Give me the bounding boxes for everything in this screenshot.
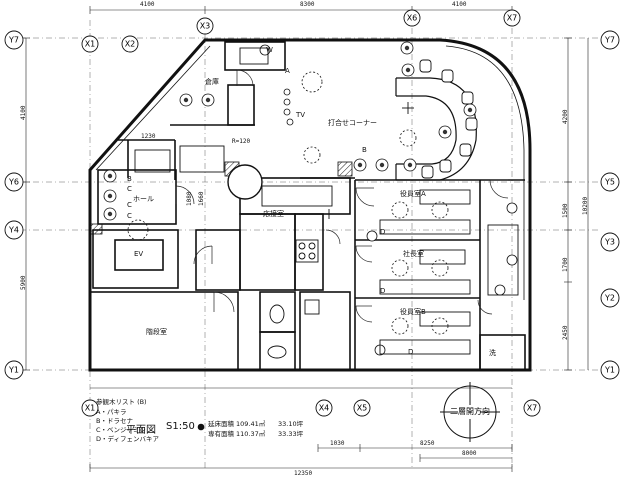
plant-leaves — [107, 45, 473, 217]
kitchen-counter — [295, 239, 319, 263]
compass-label: 二層開方向 — [450, 406, 490, 416]
legend-item-a: A・パキラ — [96, 408, 127, 416]
bubble-y2: Y2 — [604, 294, 615, 303]
dim-inner-1230: 1230 — [141, 133, 156, 140]
legend-heading: 参観木リスト (B) — [96, 398, 147, 406]
structural-columns — [89, 161, 353, 235]
dim-left-2: 5900 — [20, 275, 27, 290]
dim-bottom-seg-2: 8250 — [420, 440, 435, 447]
dim-inner-1660: 1660 — [198, 191, 205, 206]
dim-right-4: 2450 — [562, 325, 569, 340]
code-wash: 洗 — [489, 349, 496, 357]
dim-bottom-sub: 8000 — [462, 450, 477, 457]
room-office-a: 役員室A — [400, 190, 426, 198]
room-president: 社長室 — [403, 250, 424, 258]
plant-code-b-hall: B — [127, 175, 132, 183]
bubble-y1-left: Y1 — [8, 366, 19, 375]
bubble-x1-bottom: X1 — [85, 404, 96, 413]
bubble-x3: X3 — [200, 22, 211, 31]
bubble-y4: Y4 — [8, 226, 19, 235]
room-stair: 階段室 — [146, 328, 167, 336]
plant-code-a: A — [285, 67, 290, 75]
bubble-y3: Y3 — [604, 238, 615, 247]
bubble-x7-bottom: X7 — [527, 404, 538, 413]
code-w: W — [266, 46, 273, 54]
dim-right-1: 4200 — [562, 109, 569, 124]
bubble-y7-right: Y7 — [604, 36, 615, 45]
area1-value: 109.41㎡ — [236, 420, 266, 428]
bubble-y5: Y5 — [604, 178, 615, 187]
plant-code-c-1: C — [127, 185, 132, 193]
room-hall: ホール — [133, 195, 154, 203]
area2-value: 110.37㎡ — [236, 430, 266, 438]
area2-tsubo: 33.33坪 — [278, 430, 304, 438]
door-swings — [175, 69, 509, 323]
room-storage: 倉庫 — [205, 78, 219, 86]
bubble-x4: X4 — [319, 404, 330, 413]
room-meeting-corner: 打合せコーナー — [328, 119, 377, 127]
center-mark — [324, 102, 414, 219]
room-office-b: 役員室B — [400, 308, 426, 316]
code-tv: TV — [296, 111, 306, 119]
bubble-x5: X5 — [357, 404, 368, 413]
plant-code-c-2: C — [127, 201, 132, 209]
bubble-y6: Y6 — [8, 178, 19, 187]
round-column — [227, 164, 263, 200]
dim-right-3: 1700 — [562, 257, 569, 272]
dim-inner-r120: R=120 — [232, 138, 251, 145]
dim-top-3: 4100 — [452, 1, 467, 8]
legend-item-c: C・ベンジャミン — [96, 426, 146, 434]
corner-chairs — [283, 88, 294, 126]
office-furniture — [134, 47, 519, 355]
area2-label: 専有面積 — [208, 430, 234, 438]
area1-label: 延床面積 — [208, 420, 234, 428]
dimension-lines — [22, 6, 589, 472]
area1-tsubo: 33.10坪 — [278, 420, 304, 428]
plant-code-d-3: D — [408, 348, 414, 356]
plant-code-b-top: B — [362, 146, 367, 154]
dim-bottom-total: 12350 — [294, 470, 313, 477]
toilets — [267, 299, 320, 359]
grid-bubble-labels: X3 X6 X7 X1 X2 Y7 Y6 Y4 Y1 Y7 Y5 Y3 Y2 Y… — [8, 14, 615, 413]
plan-scale: S1:50 — [166, 421, 195, 432]
dim-right-total: 10200 — [582, 196, 589, 215]
dim-top-2: 8300 — [300, 1, 315, 8]
legend-item-b: B・ドラセナ — [96, 417, 133, 425]
dim-bottom-seg-1: 1030 — [330, 440, 345, 447]
bubble-x1-top: X1 — [85, 40, 96, 49]
plant-code-c-3: C — [127, 212, 132, 220]
bubble-x2: X2 — [125, 40, 136, 49]
exterior-walls — [88, 38, 532, 372]
bubble-y1-right: Y1 — [604, 366, 615, 375]
dim-inner-1080: 1080 — [186, 191, 193, 206]
room-ev: EV — [134, 250, 144, 258]
bubble-x7: X7 — [507, 14, 518, 23]
plant-code-d-1: D — [380, 228, 386, 236]
bubble-x6: X6 — [407, 14, 418, 23]
dim-right-2: 1500 — [562, 203, 569, 218]
compass — [440, 382, 500, 442]
bubble-y7-left: Y7 — [8, 36, 19, 45]
meeting-chairs — [419, 59, 478, 179]
legend-item-d: D・ディフェンバキア — [96, 435, 160, 443]
window-band — [95, 45, 525, 300]
plant-code-d-2: D — [380, 287, 386, 295]
grid-bubbles — [4, 9, 620, 417]
dim-top-1: 4100 — [140, 1, 155, 8]
dim-left-1: 4100 — [20, 105, 27, 120]
legend-bullet — [197, 423, 205, 431]
room-reception: 応接室 — [263, 210, 284, 218]
plan-title: 平面図 — [126, 425, 156, 436]
